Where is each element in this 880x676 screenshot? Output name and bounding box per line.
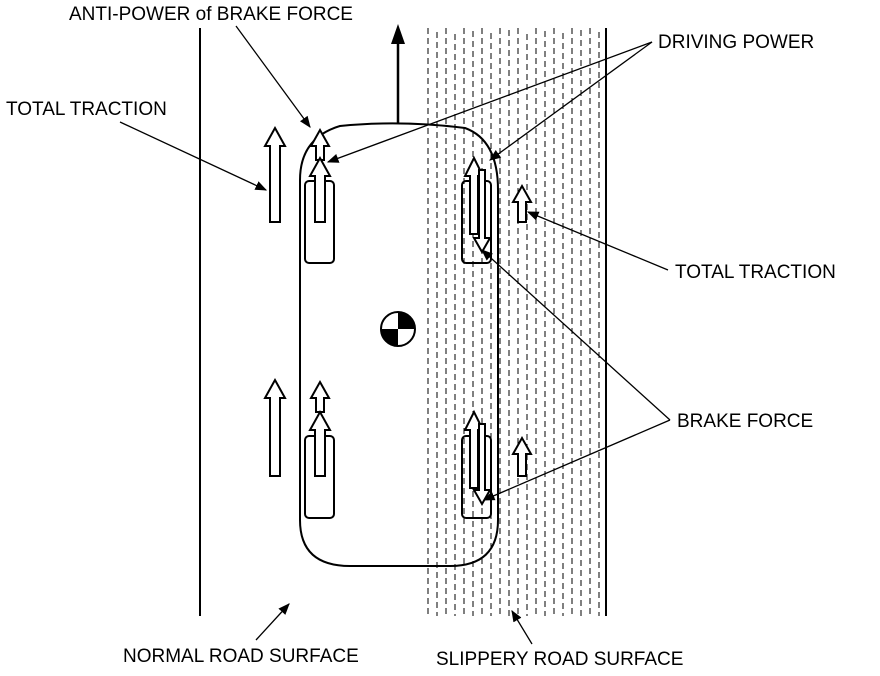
total-traction-arrow-rear-left (263, 377, 287, 477)
leader-total-traction-left (119, 121, 268, 191)
anti-power-arrow-rear (309, 379, 331, 413)
label-slippery-road: SLIPPERY ROAD SURFACE (436, 649, 683, 670)
leader-driving-power-left (326, 41, 653, 163)
total-traction-arrow-front-right (511, 183, 533, 223)
leader-driving-power-right (489, 41, 653, 161)
vehicle-body (299, 122, 499, 567)
leader-brake-force-front (481, 249, 671, 421)
driving-power-arrow-front-left (308, 155, 332, 223)
total-traction-arrow-rear-right (511, 435, 533, 477)
label-anti-power: ANTI-POWER of BRAKE FORCE (69, 4, 353, 25)
label-brake-force: BRAKE FORCE (677, 411, 813, 432)
total-traction-arrow-front-left (263, 125, 287, 223)
slippery-surface-hatch (427, 28, 600, 616)
driving-power-arrow-rear-left (308, 409, 332, 477)
label-driving-power: DRIVING POWER (658, 32, 814, 53)
label-total-traction-right: TOTAL TRACTION (675, 262, 836, 283)
leader-slippery-road (511, 609, 533, 645)
label-total-traction-left: TOTAL TRACTION (6, 99, 167, 120)
leader-normal-road (255, 603, 290, 641)
vehicle-direction-arrow (391, 24, 405, 124)
center-of-gravity-icon (380, 311, 416, 347)
leader-total-traction-right (526, 211, 669, 271)
brake-force-arrow-front-right (472, 169, 492, 255)
leader-anti-power (235, 25, 311, 128)
leader-brake-force-rear (482, 419, 671, 501)
label-normal-road: NORMAL ROAD SURFACE (123, 646, 359, 667)
anti-power-arrow-front (309, 127, 331, 161)
